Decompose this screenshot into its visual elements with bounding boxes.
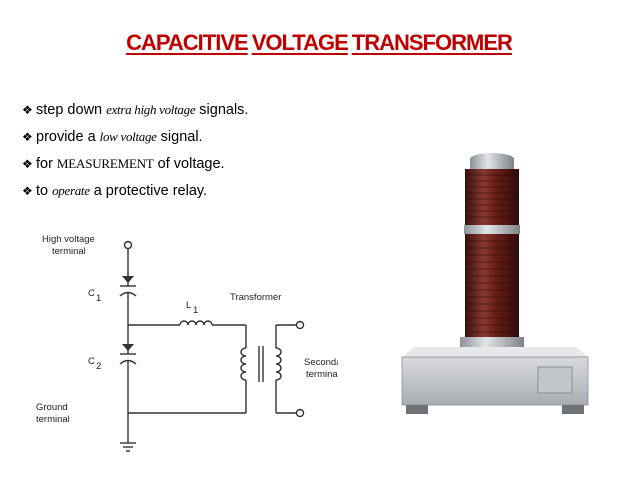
bullet-item: ❖ to operate a protective relay. (22, 177, 248, 204)
bullet-item: ❖ step down extra high voltage signals. (22, 96, 248, 123)
bullet-item: ❖ for MEASUREMENT of voltage. (22, 150, 248, 177)
ground-terminal-label: Ground (36, 402, 68, 413)
bottom-flange (460, 337, 524, 347)
bullet-text: for (36, 155, 53, 172)
secondary-terminals-label: terminals (306, 369, 338, 380)
transformer-primary-symbol (240, 347, 247, 381)
transformer-label: Transformer (230, 292, 281, 303)
lower-insulator (465, 234, 519, 337)
bullet-emphasis: MEASUREMENT (56, 155, 154, 171)
bullet-emphasis: extra high voltage (106, 101, 196, 117)
bullet-list: ❖ step down extra high voltage signals. … (22, 96, 248, 204)
bullet-text: signal. (160, 128, 203, 145)
mounting-foot (562, 405, 584, 414)
title-word-3: TRANSFORMER (351, 30, 513, 55)
hv-terminal-label: High voltage (42, 234, 95, 245)
mounting-foot (406, 405, 428, 414)
bullet-text: signals. (199, 101, 249, 118)
inductor-l1-symbol (179, 320, 213, 326)
diamond-bullet-icon: ❖ (22, 183, 33, 198)
c2-subscript: 2 (96, 361, 101, 372)
title-word-2: VOLTAGE (251, 30, 349, 55)
arrow-icon (122, 276, 134, 283)
tank-lid (402, 347, 588, 357)
bullet-emphasis: low voltage (99, 128, 157, 144)
bullet-text: step down (36, 101, 103, 118)
ground-terminal-label: terminal (36, 414, 70, 425)
bullet-text: of voltage. (157, 155, 225, 172)
c2-label: C (88, 356, 95, 367)
diamond-bullet-icon: ❖ (22, 102, 33, 117)
cvt-circuit-diagram: High voltage terminal C 1 C 2 L 1 Transf… (36, 234, 338, 452)
l1-label: L (186, 300, 191, 311)
l1-subscript: 1 (193, 305, 198, 316)
bullet-item: ❖ provide a low voltage signal. (22, 123, 248, 150)
upper-insulator (465, 169, 519, 225)
c1-label: C (88, 288, 95, 299)
c1-subscript: 1 (96, 293, 101, 304)
bullet-emphasis: operate (52, 182, 90, 198)
bullet-text: provide a (36, 128, 96, 145)
arrow-icon (122, 344, 134, 351)
cvt-photo (401, 153, 589, 414)
transformer-secondary-symbol (275, 347, 282, 381)
title-word-1: CAPACITIVE (126, 30, 249, 55)
hv-terminal-node (123, 240, 133, 250)
terminal-box (537, 366, 573, 394)
diamond-bullet-icon: ❖ (22, 156, 33, 171)
middle-flange (464, 225, 520, 234)
secondary-terminal-node (295, 408, 305, 418)
diamond-bullet-icon: ❖ (22, 129, 33, 144)
bullet-text: to (36, 182, 49, 199)
ground-symbol (120, 442, 136, 452)
bullet-text: a protective relay. (93, 182, 208, 199)
secondary-terminals-label: Secondary (304, 357, 338, 368)
secondary-terminal-node (295, 320, 305, 330)
hv-terminal-label: terminal (52, 246, 86, 257)
